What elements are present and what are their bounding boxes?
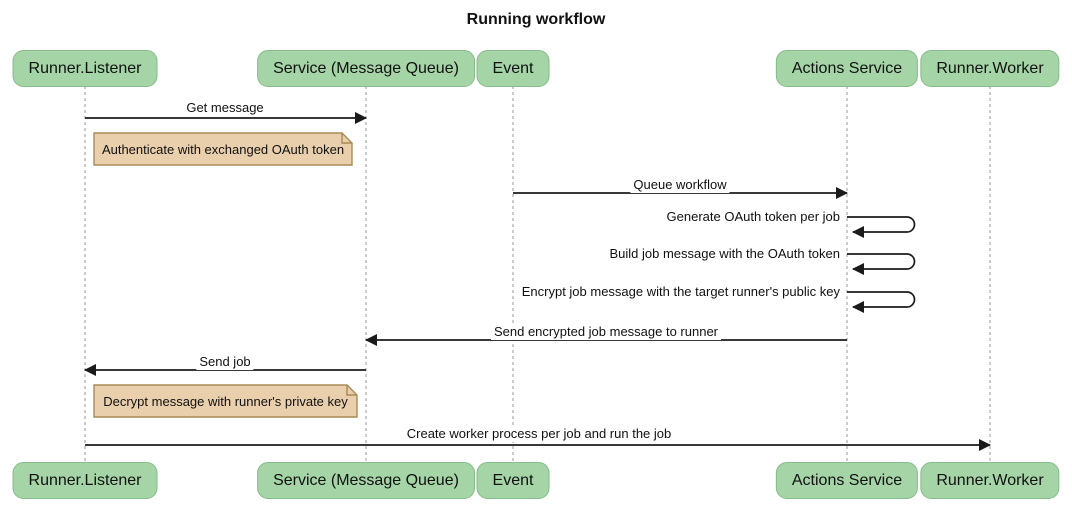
message-label-send-job: Send job — [196, 354, 254, 370]
note-fold — [346, 385, 357, 396]
participant-top-event: Event — [476, 50, 550, 87]
message-label-generate-oauth-token: Generate OAuth token per job — [663, 209, 843, 225]
message-label-queue-workflow: Queue workflow — [630, 177, 730, 193]
participant-bottom-runner-worker: Runner.Worker — [920, 462, 1060, 499]
note-fold — [341, 133, 352, 144]
participant-bottom-actions-service: Actions Service — [775, 462, 919, 499]
message-label-build-job-message: Build job message with the OAuth token — [606, 246, 843, 262]
participant-top-runner-worker: Runner.Worker — [920, 50, 1060, 87]
diagram-title: Running workflow — [466, 11, 606, 28]
self-message-arrow-generate-oauth-token — [847, 216, 916, 238]
participant-bottom-event: Event — [476, 462, 550, 499]
note-label-authenticate: Authenticate with exchanged OAuth token — [101, 141, 345, 157]
note-label-decrypt: Decrypt message with runner's private ke… — [103, 393, 348, 409]
participant-top-service-message-queue: Service (Message Queue) — [257, 50, 475, 87]
participant-top-actions-service: Actions Service — [775, 50, 919, 87]
participant-bottom-runner-listener: Runner.Listener — [12, 462, 158, 499]
message-label-send-encrypted-job-message: Send encrypted job message to runner — [490, 324, 722, 340]
participant-bottom-service-message-queue: Service (Message Queue) — [257, 462, 475, 499]
note-shape-decrypt — [93, 384, 358, 418]
message-label-create-worker-process: Create worker process per job and run th… — [403, 426, 675, 442]
self-message-arrow-build-job-message — [847, 253, 916, 275]
participant-top-runner-listener: Runner.Listener — [12, 50, 158, 87]
self-message-arrow-encrypt-job-message — [847, 291, 916, 313]
message-label-encrypt-job-message: Encrypt job message with the target runn… — [518, 284, 843, 300]
note-shape-authenticate — [93, 132, 353, 166]
message-label-get-message: Get message — [183, 100, 267, 116]
